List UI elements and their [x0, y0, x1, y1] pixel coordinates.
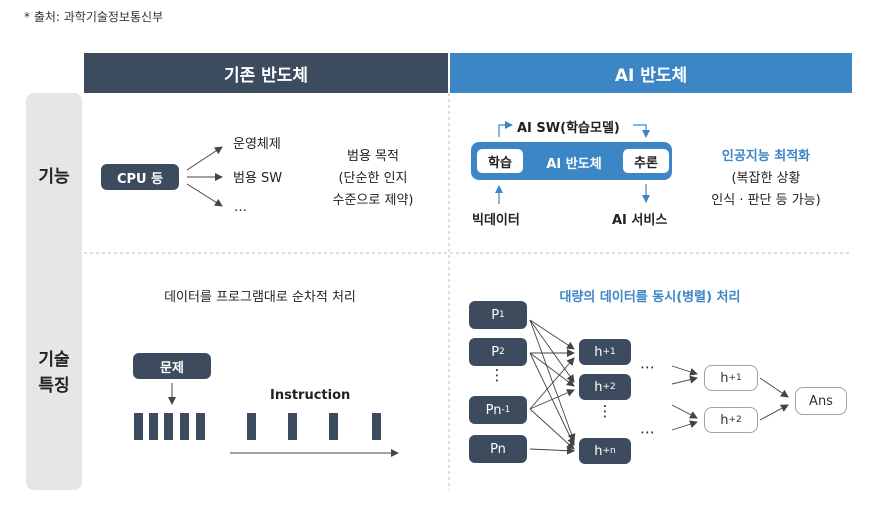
output-os: 운영체제	[233, 137, 281, 152]
h-vdots: ⋮	[597, 402, 613, 420]
optimization-line3: 인식 · 판단 등 가능)	[711, 193, 821, 208]
instr-block	[372, 413, 381, 440]
arrow-cpu-etc	[186, 183, 223, 207]
row-label-tech-2: 특징	[38, 376, 70, 396]
instr-block	[288, 413, 297, 440]
instruction-label: Instruction	[270, 388, 351, 403]
header-conventional: 기존 반도체	[84, 53, 448, 93]
node-hn: h+n	[579, 438, 631, 464]
node-h1: h+1	[579, 339, 631, 365]
learn-box: 학습	[477, 149, 523, 173]
ai-chip-label: AI 반도체	[546, 157, 602, 172]
node-h22: h+2	[704, 407, 758, 433]
row-label-column	[26, 93, 82, 490]
parallel-title: 대량의 데이터를 동시(병렬) 처리	[559, 290, 741, 305]
p-vdots: ⋮	[489, 366, 505, 384]
instr-block	[247, 413, 256, 440]
purpose-line2: (단순한 인지	[338, 171, 408, 186]
h-dots-1: ⋯	[640, 358, 655, 376]
seq-block	[196, 413, 205, 440]
node-h2: h+2	[579, 374, 631, 400]
node-ans: Ans	[795, 387, 847, 415]
arrow-model-down	[633, 124, 650, 138]
seq-block	[149, 413, 158, 440]
parallel-connections	[529, 319, 576, 455]
purpose-line1: 범용 목적	[347, 149, 399, 164]
ai-sw-label: AI SW(학습모델)	[517, 121, 620, 136]
seq-block	[180, 413, 189, 440]
second-layer-connections	[671, 365, 789, 431]
bigdata-label: 빅데이터	[472, 213, 520, 228]
output-etc: …	[234, 200, 247, 215]
instr-block	[329, 413, 338, 440]
output-sw: 범용 SW	[233, 171, 283, 186]
service-label: AI 서비스	[612, 213, 668, 228]
seq-block	[134, 413, 143, 440]
source-note: * 출처: 과학기술정보통신부	[24, 10, 164, 24]
sequential-title: 데이터를 프로그램대로 순차적 처리	[164, 290, 356, 305]
row-label-tech-1: 기술	[38, 350, 70, 370]
purpose-line3: 수준으로 제약)	[332, 193, 414, 208]
node-h21: h+1	[704, 365, 758, 391]
optimization-line2: (복잡한 상황	[731, 171, 801, 186]
problem-box: 문제	[133, 353, 211, 379]
arrow-learn-up	[498, 121, 513, 137]
seq-block	[164, 413, 173, 440]
header-ai: AI 반도체	[450, 53, 852, 93]
optimization-line1: 인공지능 최적화	[721, 149, 811, 164]
node-pn-1: Pn-1	[469, 396, 527, 424]
h-dots-2: ⋯	[640, 423, 655, 441]
arrow-cpu-os	[186, 146, 223, 171]
row-label-function: 기능	[38, 167, 70, 187]
node-pn: Pn	[469, 435, 527, 463]
cpu-box: CPU 등	[101, 164, 179, 190]
infer-box: 추론	[623, 149, 669, 173]
